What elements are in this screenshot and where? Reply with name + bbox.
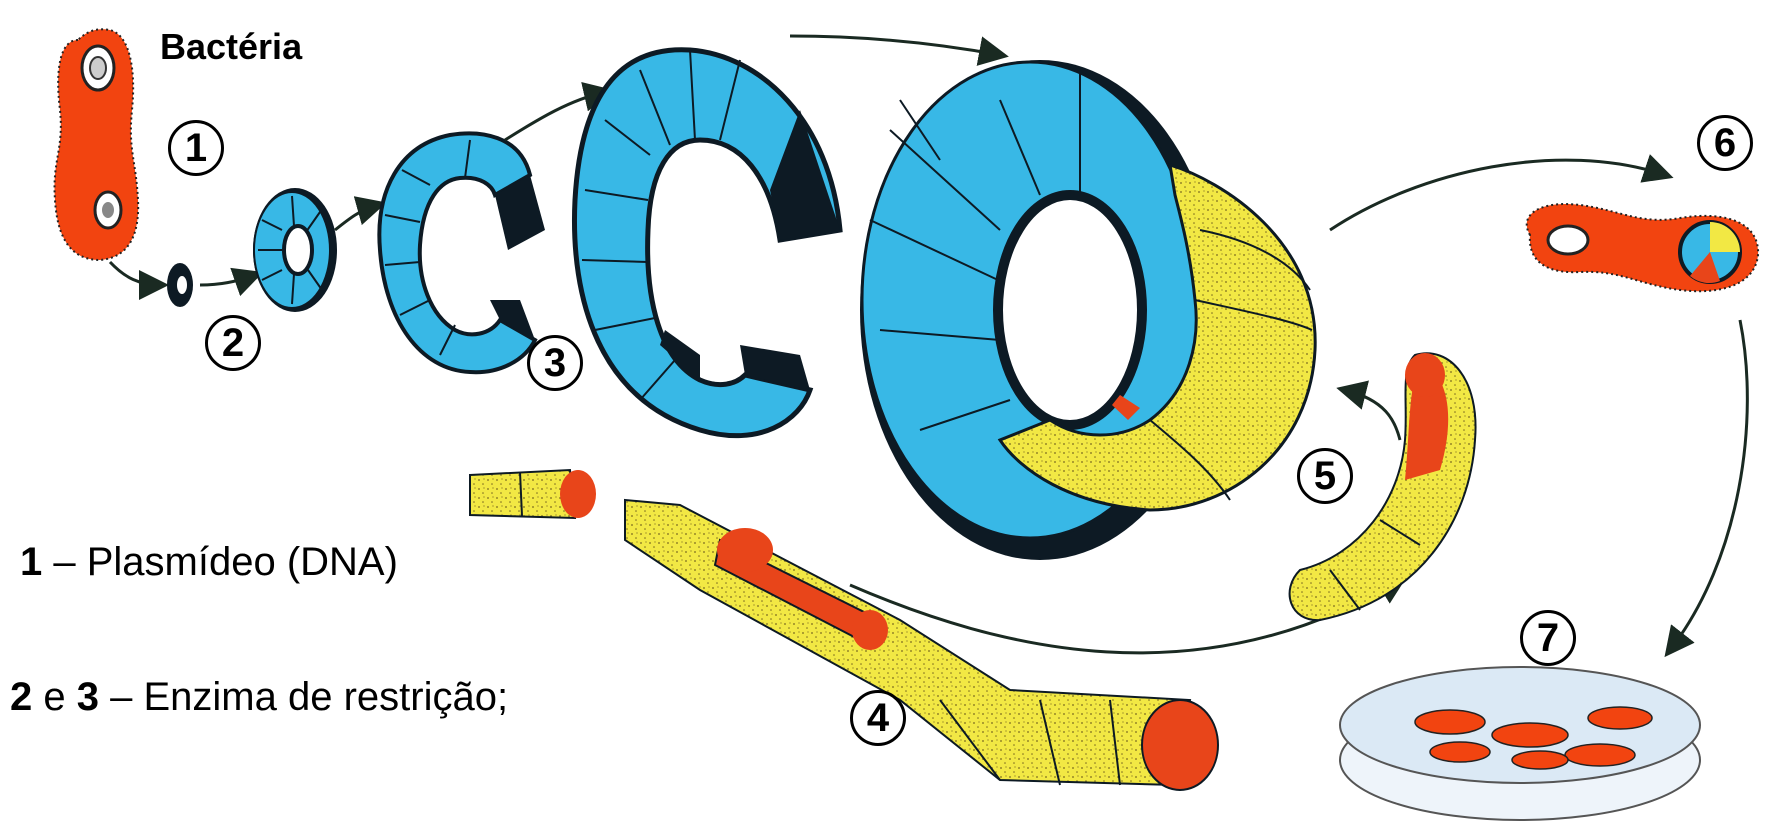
step-6-marker: 6 [1697,115,1753,171]
bacteria-label: Bactéria [160,26,302,68]
legend-line-1: 1 – Plasmídeo (DNA) [20,540,398,585]
step-3-marker: 3 [527,335,583,391]
arrow-large-to-recombinant [790,36,1000,55]
plasmid-small [167,263,193,307]
legend-2-conjunction: e [32,675,76,719]
step-2-marker: 2 [205,315,261,371]
legend-2-dash: – [99,675,143,719]
plasmid-recombinant [860,60,1315,560]
step-4-marker: 4 [850,690,906,746]
insert-fragment-short [470,470,596,518]
step-7-marker: 7 [1520,610,1576,666]
step-5-marker: 5 [1297,448,1353,504]
arrow-segment-to-recombinant [1345,390,1400,440]
legend-1-dash: – [42,540,86,584]
legend-2-number-b: 3 [77,675,99,719]
plasmid-cut-small [379,133,545,372]
plasmid-ring-medium [253,188,337,312]
arrow-plasmid-to-ring [200,275,255,285]
legend-1-text: Plasmídeo (DNA) [87,540,398,584]
legend-2-number-a: 2 [10,675,32,719]
plasmid-cut-large [574,50,840,436]
transformed-bacterium [1527,204,1758,291]
arrow-bacterium-to-dish [1670,320,1747,650]
arrow-ring-to-open [335,205,378,230]
dna-strand-long [625,500,1218,790]
legend-line-2: 2 e 3 – Enzima de restrição; [10,675,508,720]
legend-2-text: Enzima de restrição; [143,675,508,719]
bacterium-top-left [55,29,139,260]
arrow-bacteria-to-plasmid [110,262,160,285]
step-1-marker: 1 [168,120,224,176]
petri-dish [1340,667,1700,820]
legend-1-number: 1 [20,540,42,584]
